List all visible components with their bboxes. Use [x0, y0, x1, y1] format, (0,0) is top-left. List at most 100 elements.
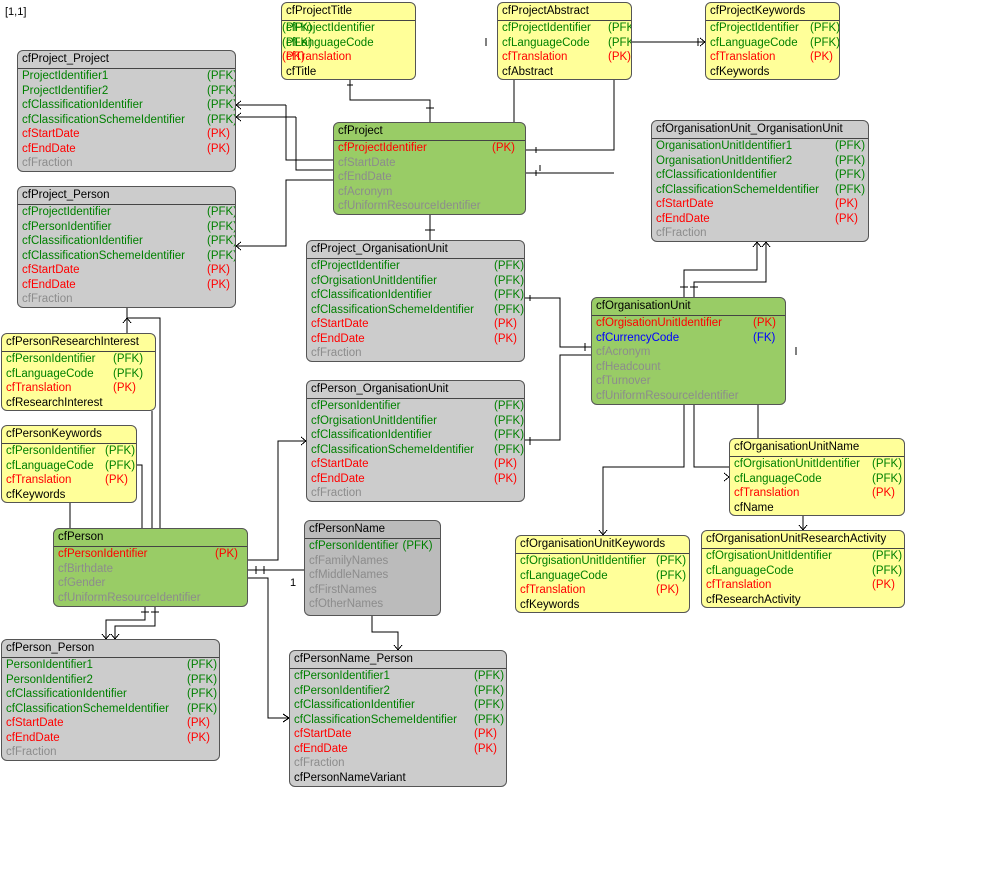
entity-column: cfLanguageCode(PFK): [706, 36, 839, 51]
entity-column: cfEndDate (PK): [307, 472, 524, 487]
entity-column: cfTranslation(PK): [498, 50, 631, 65]
entity-column: cfEndDate(PK): [2, 731, 219, 746]
column-name: cfStartDate: [6, 717, 64, 729]
column-name: cfFraction: [22, 293, 73, 305]
entity-column: cfHeadcount: [592, 360, 785, 375]
column-key-type: (PFK): [207, 99, 236, 111]
relationship-line: [525, 297, 591, 348]
column-name: cfPersonNameVariant: [294, 771, 406, 784]
column-name: cfFraction: [656, 227, 707, 239]
entity-cfprojectabstract[interactable]: cfProjectAbstractcfProjectIdentifier(PFK…: [497, 2, 632, 80]
column-name: ProjectIdentifier1: [22, 70, 109, 82]
entity-column: cfTurnover: [592, 374, 785, 389]
entity-column: cfTranslation(PK): [2, 473, 136, 488]
cardinality-mark: [235, 245, 242, 251]
cardinality-mark: [282, 717, 290, 723]
entity-column: cfClassificationIdentifier(PFK): [307, 428, 524, 443]
column-key-type: (PFK): [474, 684, 505, 697]
column-name: cfClassificationIdentifier: [656, 169, 777, 181]
relationship-line: [236, 179, 333, 247]
entity-title: cfOrganisationUnitKeywords: [516, 536, 689, 554]
column-name: cfFraction: [311, 347, 362, 359]
entity-column: cfProjectIdentifier(PFK): [706, 21, 839, 36]
entity-column: cfEndDate(PK): [307, 332, 524, 347]
column-key-type: (PFK): [494, 289, 525, 301]
column-name: cfEndDate: [311, 472, 365, 485]
entity-column: cfPersonIdentifier(PK): [54, 547, 247, 562]
column-name: cfLanguageCode: [520, 569, 608, 582]
column-name: cfEndDate: [22, 278, 76, 291]
entity-column: cfLanguageCode(PFK): [2, 367, 155, 382]
entity-column: cfStartDate(PK): [18, 263, 235, 278]
column-key-type: (PFK): [474, 670, 505, 682]
entity-column: cfTranslation(PK): [2, 381, 155, 396]
entity-column: cfOrgisationUnitIdentifier(PK): [592, 316, 785, 331]
entity-title: cfPerson_OrganisationUnit: [307, 381, 524, 399]
entity-column: cfClassificationSchemeIdentifier(PFK): [18, 113, 235, 128]
entity-column: cfFraction: [18, 156, 235, 171]
column-name: cfFraction: [22, 157, 73, 169]
column-name: cfTranslation: [6, 474, 72, 486]
column-name: cfUniformResourceIdentifier: [58, 591, 201, 604]
entity-column: cfAbstract: [498, 65, 631, 80]
column-key-type: (PFK): [187, 702, 218, 715]
column-key-type: (PK): [207, 128, 230, 140]
column-name: OrganisationUnitIdentifier1: [656, 140, 793, 152]
column-key-type: (PK): [608, 51, 631, 63]
column-key-type: (PFK): [207, 84, 236, 97]
entity-column: cfFraction: [307, 486, 524, 501]
column-name: cfStartDate: [311, 318, 369, 330]
entity-column: OrganisationUnitIdentifier1(PFK): [652, 139, 868, 154]
cardinality-mark: [798, 524, 804, 531]
entity-title: cfProjectTitle: [282, 3, 415, 21]
cardinality-mark: [598, 529, 604, 536]
column-key-type: (PK): [474, 728, 497, 740]
column-key-type: (PFK): [835, 183, 866, 196]
entity-column: cfStartDate(PK): [652, 197, 868, 212]
column-key-type: (PFK): [187, 673, 218, 686]
entity-title: cfOrganisationUnit_OrganisationUnit: [652, 121, 868, 139]
cardinality-mark: [756, 241, 762, 248]
entity-title: cfPerson_Person: [2, 640, 219, 658]
column-name: cfClassificationSchemeIdentifier: [6, 702, 169, 715]
relationship-line: [295, 117, 333, 171]
column-key-type: (PK): [474, 742, 497, 755]
column-key-type: (PK): [656, 584, 679, 596]
entity-column: cfClassificationIdentifier (PFK): [307, 288, 524, 303]
column-key-type: (PFK): [810, 22, 840, 34]
column-name: cfClassificationIdentifier: [311, 289, 432, 301]
column-key-type: (PK): [494, 458, 517, 470]
column-name: cfStartDate: [311, 458, 369, 470]
entity-column: cfOrgisationUnitIdentifier(PFK): [516, 554, 689, 569]
entity-column: cfName: [730, 501, 904, 516]
entity-title: cfOrganisationUnitName: [730, 439, 904, 457]
column-name: cfClassificationIdentifier: [294, 699, 415, 711]
entity-column: cfBirthdate: [54, 562, 247, 577]
column-key-type: (PK): [835, 198, 858, 210]
column-key-type: (PK): [494, 472, 517, 485]
column-name: cfPersonIdentifier: [6, 445, 96, 457]
cardinality-mark: [235, 116, 242, 122]
entity-column: cfKeywords: [516, 598, 689, 613]
entity-column: cfOrgisationUnitIdentifier(PFK): [307, 414, 524, 429]
column-name: cfPersonIdentifier: [6, 353, 96, 365]
column-name: cfResearchActivity: [706, 593, 801, 606]
